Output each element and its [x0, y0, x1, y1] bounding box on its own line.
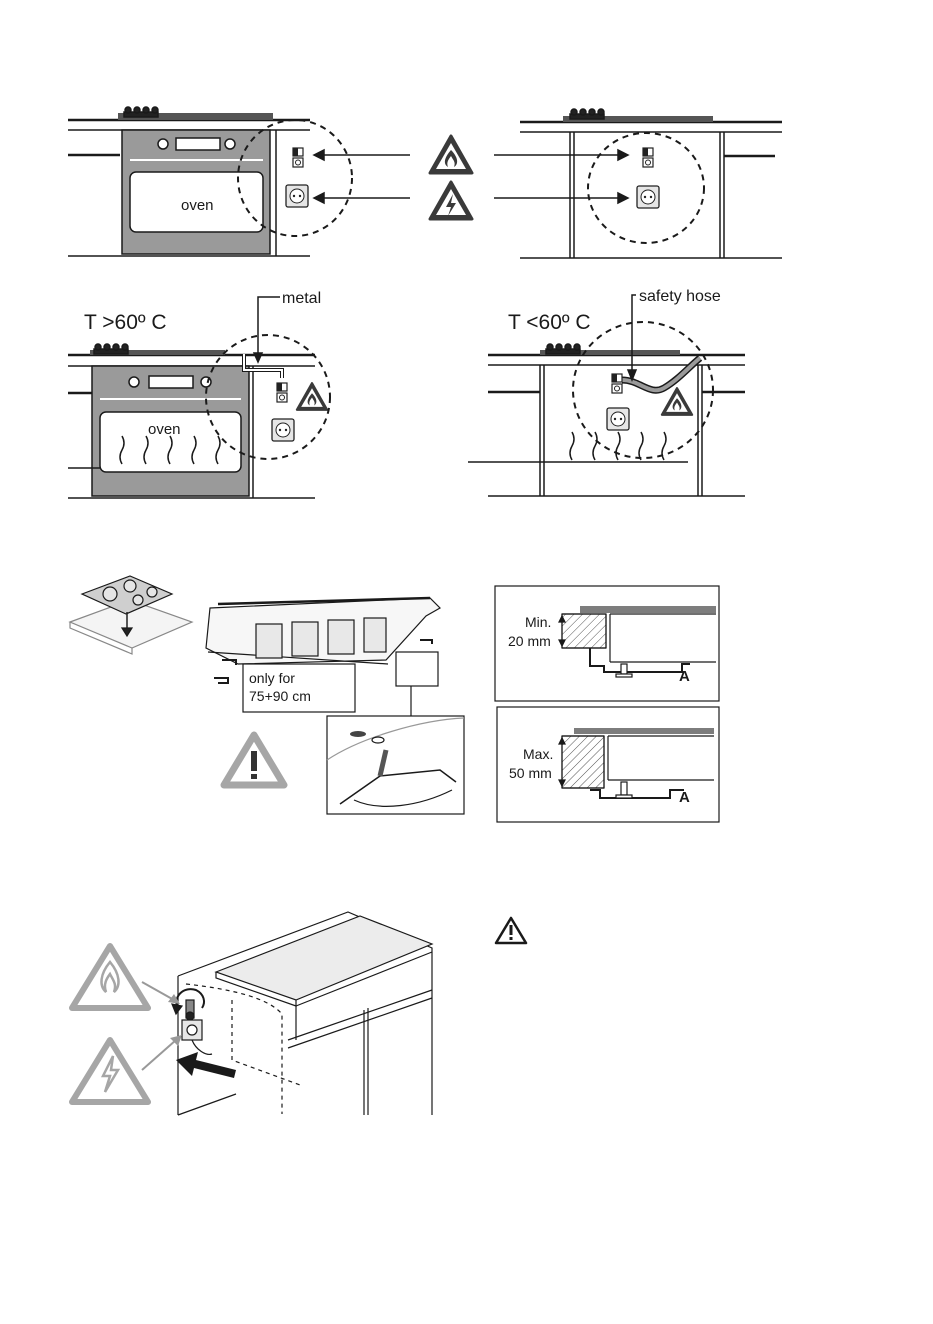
power-socket-icon — [607, 408, 629, 430]
panel-oven-built-in — [68, 107, 310, 256]
power-socket-icon — [286, 185, 308, 207]
power-socket-icon — [272, 419, 294, 441]
only-for-label-line1: only for — [249, 670, 295, 686]
center-warnings — [314, 136, 628, 219]
gas-warning-icon — [662, 388, 692, 415]
caution-icon — [496, 918, 526, 943]
caution-icon — [224, 735, 284, 785]
oven-label: oven — [148, 421, 181, 438]
temp-high-label: T >60º C — [84, 311, 167, 334]
temp-low-label: T <60º C — [508, 311, 591, 334]
max-label-line2: 50 mm — [509, 765, 552, 781]
bracket-label: A — [679, 668, 690, 685]
max-label-line1: Max. — [523, 746, 553, 762]
power-socket-icon — [637, 186, 659, 208]
gas-warning-icon — [72, 946, 148, 1008]
gas-valve-icon — [643, 148, 653, 167]
min-label-line1: Min. — [525, 614, 551, 630]
bracket-label: A — [679, 789, 690, 806]
gas-warning-icon — [297, 383, 327, 410]
min-label-line2: 20 mm — [508, 633, 551, 649]
panel-cabinet-built-in — [520, 109, 782, 258]
gas-valve-icon — [277, 383, 287, 402]
oven-label: oven — [181, 197, 214, 214]
panel2-connections — [588, 133, 704, 243]
only-for-label-line2: 75+90 cm — [249, 688, 311, 704]
metal-label: metal — [282, 290, 321, 307]
panel-cabinet-connection — [142, 912, 432, 1115]
electric-warning-icon — [430, 182, 472, 219]
gas-valve-icon — [612, 374, 622, 393]
safety-hose-label: safety hose — [639, 288, 721, 305]
gas-valve-icon — [293, 148, 303, 167]
gas-warning-icon — [430, 136, 472, 173]
electric-warning-icon — [72, 1040, 148, 1102]
